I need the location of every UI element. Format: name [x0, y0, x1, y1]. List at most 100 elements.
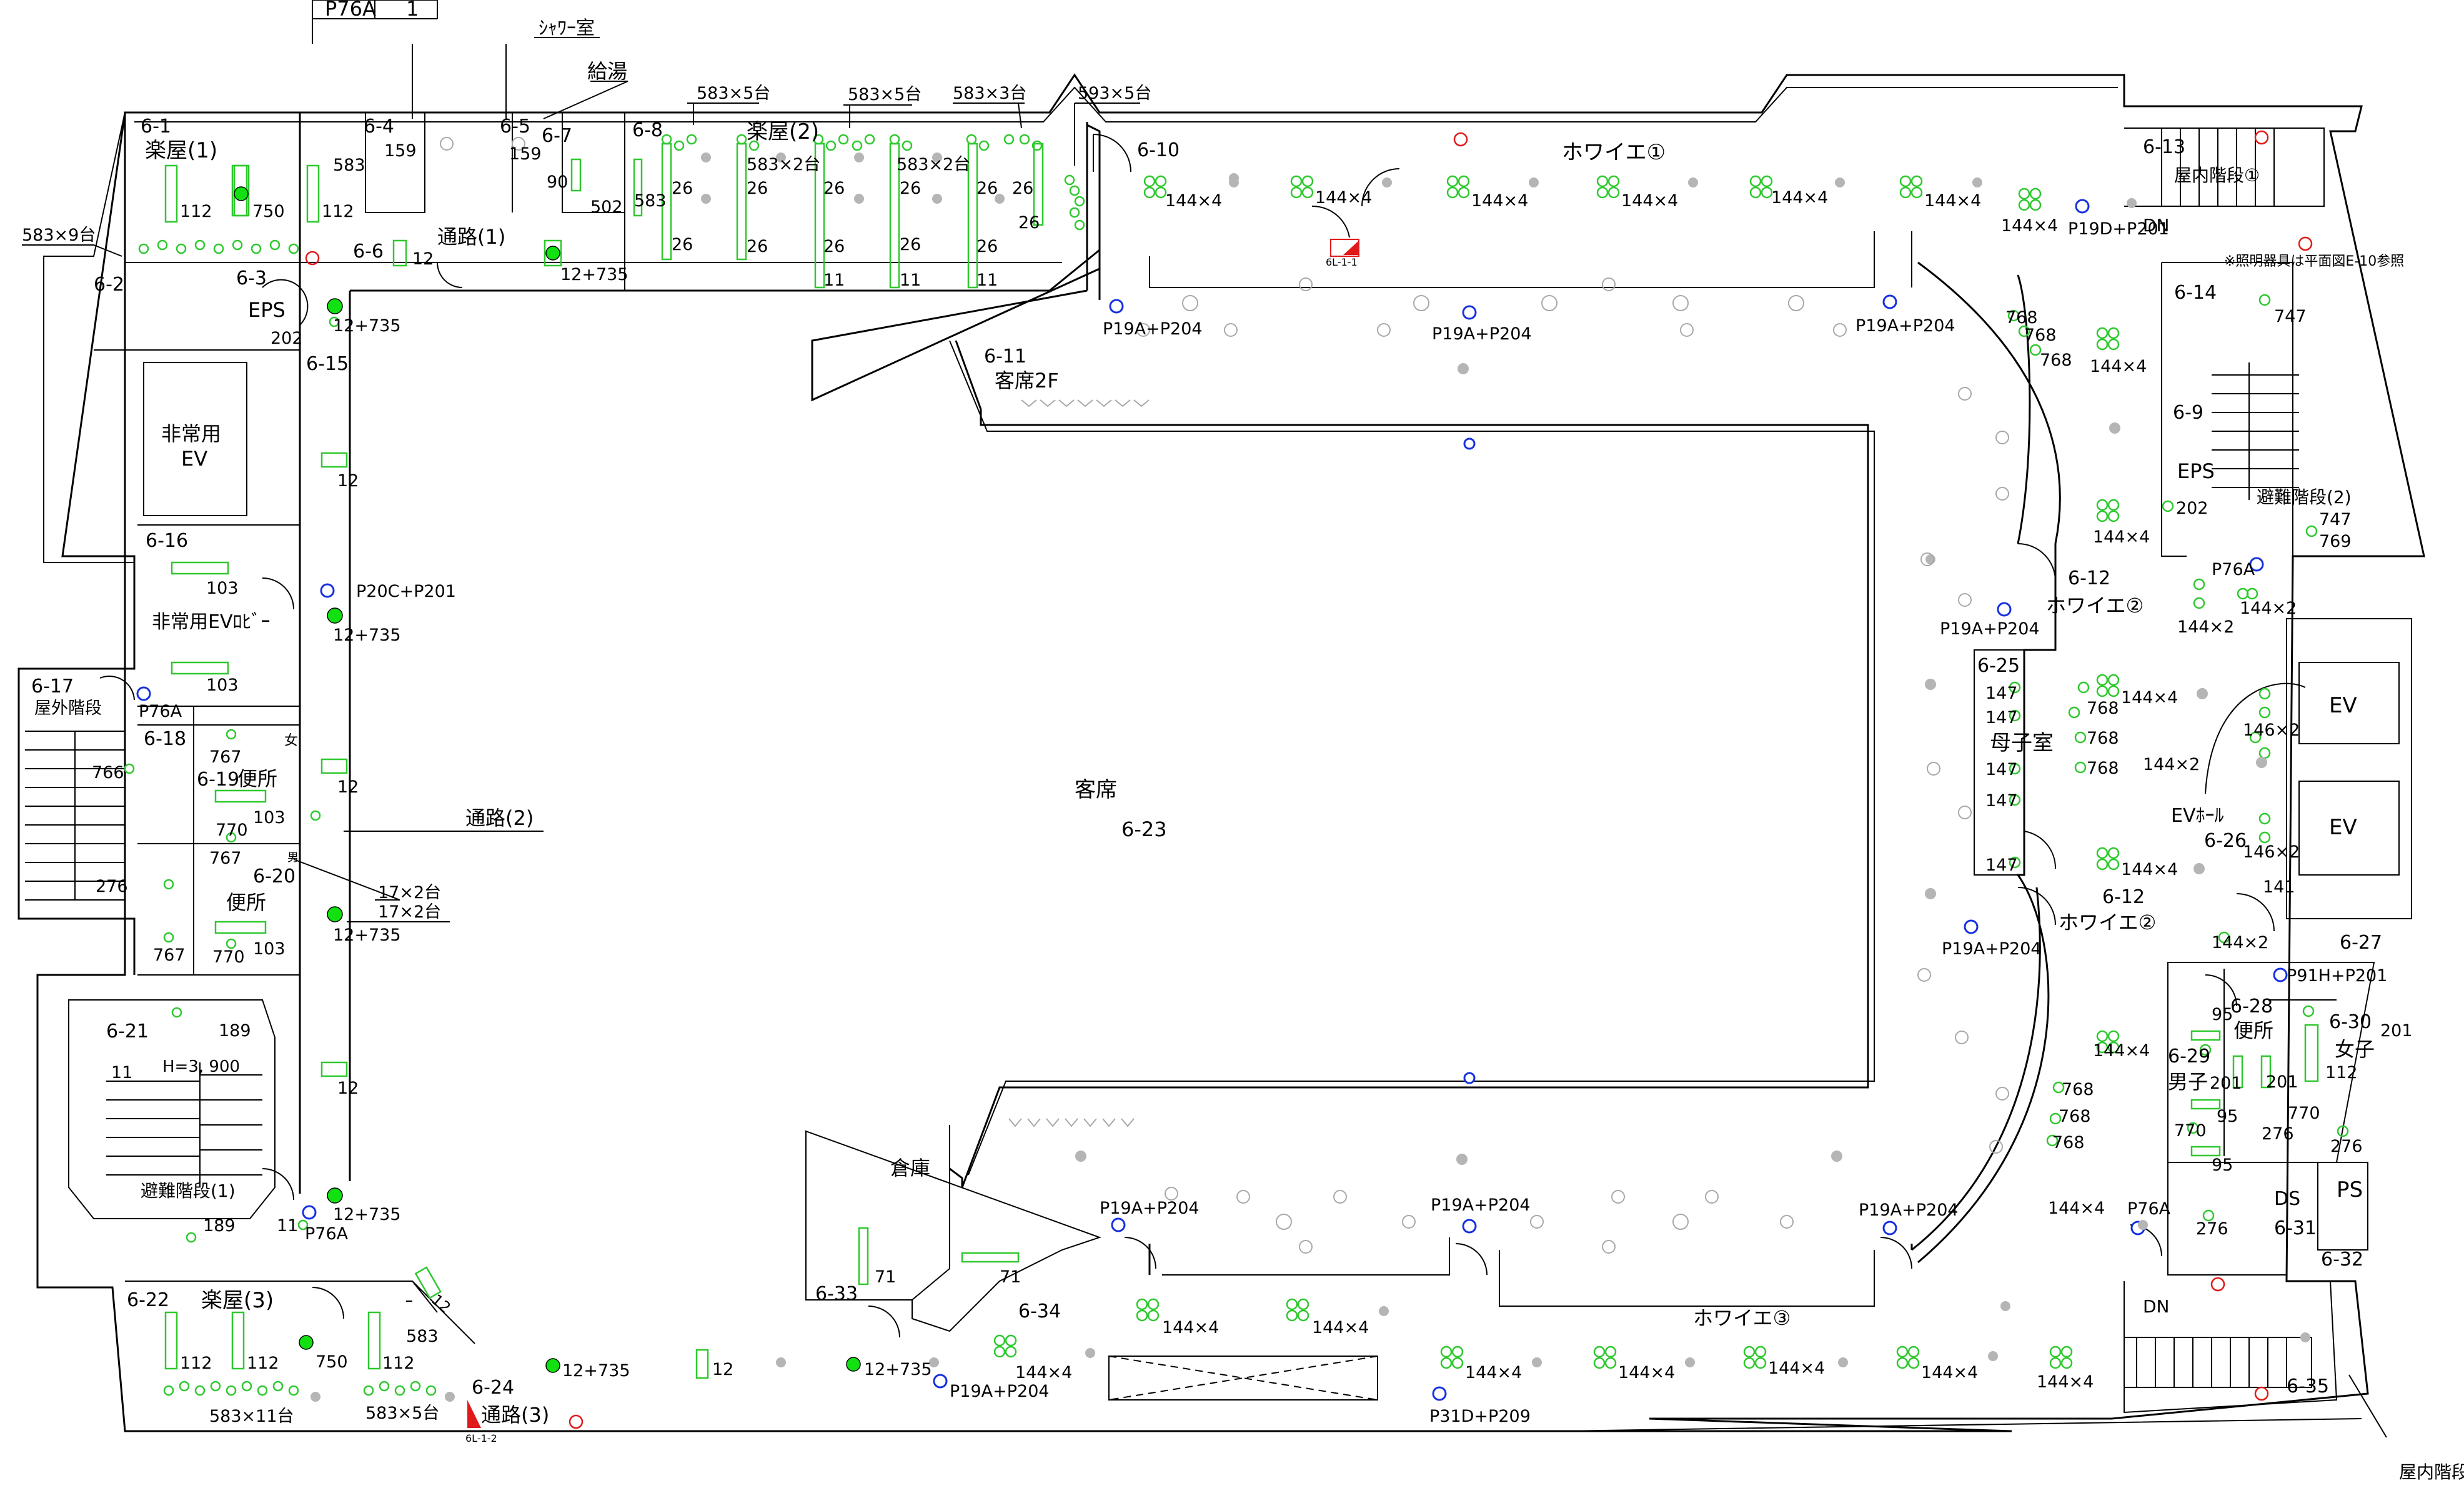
room-6-7: 6-7	[542, 125, 572, 147]
lbl-103-d: 103	[253, 939, 286, 959]
room-6-32: 6-32	[2321, 1249, 2363, 1271]
lbl-144-6: 144×4	[1924, 191, 1981, 211]
lbl-p19a-9: P19A+P204	[950, 1382, 1050, 1401]
emergency-ev-2: EV	[181, 447, 207, 471]
lbl-144-11: 144×4	[2121, 860, 2178, 879]
room-labels: 6-1 楽屋(1) 6-2 6-3 EPS 6-4 6-5 6-6 6-7 6-…	[31, 17, 2464, 1482]
passage-1: 通路(1)	[437, 225, 505, 249]
lbl-768-b: 768	[2024, 326, 2057, 345]
room-6-23-name: 客席	[1075, 777, 1117, 802]
room-6-33-name: 倉庫	[890, 1156, 930, 1180]
lbl-26-g: 26	[900, 179, 921, 198]
lbl-750-b: 750	[315, 1352, 348, 1372]
stairs	[25, 127, 2325, 1388]
lbl-189-a: 189	[219, 1021, 251, 1041]
seat-symbols	[1008, 399, 1150, 1127]
lbl-159-b: 159	[509, 144, 542, 164]
lbl-747-a: 747	[2274, 307, 2307, 326]
lbl-202-b: 202	[2176, 499, 2208, 518]
passage-2: 通路(2)	[465, 806, 534, 830]
lbl-112-f: 112	[2325, 1063, 2358, 1082]
room-6-19-name: 便所	[237, 767, 277, 791]
room-6-23: 6-23	[1121, 817, 1167, 841]
room-6-18: 6-18	[144, 728, 186, 750]
note: ※照明器具は平面図E-10参照	[2224, 254, 2404, 269]
lbl-276-c: 276	[2330, 1137, 2363, 1156]
lbl-276-d: 276	[2196, 1219, 2228, 1239]
door-swings	[99, 134, 2275, 1338]
evac-stair-2: 避難階段(2)	[2257, 487, 2352, 507]
ps: PS	[2337, 1177, 2363, 1202]
room-6-24: 6-24	[472, 1377, 514, 1399]
lbl-583: 583	[333, 156, 365, 175]
lbl-144-2: 144×4	[1315, 188, 1372, 207]
lbl-26-f: 26	[823, 237, 845, 256]
lbl-146x2-a: 146×2	[2243, 721, 2300, 740]
room-6-29: 6-29	[2168, 1046, 2210, 1067]
room-6-20: 6-20	[253, 866, 296, 887]
room-6-2: 6-2	[94, 274, 124, 296]
lbl-767-a: 767	[209, 747, 242, 767]
lbl-p19a-4: P19A+P204	[1940, 619, 2040, 639]
lbl-112-d: 112	[247, 1354, 279, 1373]
room-6-12-b-name: ホワイエ②	[2059, 911, 2156, 934]
lbl-768-g: 768	[2062, 1080, 2094, 1099]
lbl-112-c: 112	[180, 1354, 212, 1373]
room-6-6: 6-6	[353, 241, 384, 262]
lbl-769: 769	[2319, 532, 2352, 551]
lbl-144-15: 144×4	[1312, 1318, 1369, 1337]
lbl-12-c: 12	[337, 777, 359, 797]
lbl-583x11: 583×11台	[209, 1407, 294, 1426]
foyer-3: ホワイエ③	[1693, 1306, 1791, 1330]
lbl-17x2-a: 17×2台	[378, 883, 441, 902]
lbl-747-b: 747	[2319, 510, 2352, 529]
lbl-767-c: 767	[153, 946, 186, 965]
lbl-750-a: 750	[252, 202, 285, 221]
lbl-26-a: 26	[672, 179, 693, 198]
room-6-8: 6-8	[632, 119, 663, 141]
lbl-112-e: 112	[382, 1354, 415, 1373]
lbl-276-a: 276	[96, 877, 128, 896]
room-6-19: 6-19	[197, 769, 239, 791]
lbl-11-b: 11	[900, 271, 921, 290]
lbl-770-a: 770	[216, 821, 248, 840]
header-box: P76A 1	[325, 0, 419, 21]
lbl-144-21: 144×4	[2037, 1372, 2094, 1392]
right-room-walls	[805, 262, 2412, 1414]
room-6-22: 6-22	[127, 1289, 169, 1311]
lbl-144-14: 144×4	[1162, 1318, 1219, 1337]
blue-markers	[136, 199, 2288, 1401]
room-6-22-name: 楽屋(3)	[201, 1288, 274, 1313]
room-6-15: 6-15	[306, 353, 349, 375]
lbl-146x2-b: 146×2	[2243, 842, 2300, 862]
room-6-21-note: H=3, 900	[162, 1057, 240, 1076]
lbl-12-d: 12	[337, 1079, 359, 1098]
lbl-768-e: 768	[2087, 729, 2119, 748]
lbl-26-d: 26	[747, 237, 768, 256]
ev-1: EV	[2329, 693, 2357, 718]
lbl-12735-d: 12+735	[333, 926, 401, 945]
lbl-26-i: 26	[976, 179, 998, 198]
room-6-12-b: 6-12	[2102, 886, 2145, 908]
lbl-26-c: 26	[747, 179, 768, 198]
lbl-26-e: 26	[823, 179, 845, 198]
lbl-6l-1-2: 6L-1-2	[465, 1432, 497, 1444]
lbl-276-b: 276	[2262, 1124, 2294, 1144]
lbl-144-12: 144×4	[2093, 1041, 2150, 1061]
lbl-12735-g: 12+735	[864, 1360, 932, 1379]
lbl-583x2-b: 583×2台	[897, 155, 970, 174]
lbl-144-17: 144×4	[1465, 1363, 1522, 1382]
room-6-26: 6-26	[2204, 830, 2247, 852]
lbl-6l-1-1: 6L-1-1	[1326, 256, 1358, 268]
lbl-147-e: 147	[1985, 856, 2018, 875]
lbl-767-b: 767	[209, 849, 242, 868]
lbl-144x2-b: 144×2	[2240, 599, 2297, 618]
room-6-21-name: 避難階段(1)	[141, 1181, 236, 1201]
lbl-11-c: 11	[976, 271, 998, 290]
leader-lines	[22, 37, 1140, 1302]
room-6-1: 6-1	[141, 116, 171, 137]
lbl-201-b: 201	[2266, 1072, 2298, 1092]
lbl-12735-b: 12+735	[560, 265, 628, 284]
lbl-583x3: 583×3台	[953, 84, 1026, 103]
lbl-p19d: P19D+P201	[2068, 219, 2169, 239]
